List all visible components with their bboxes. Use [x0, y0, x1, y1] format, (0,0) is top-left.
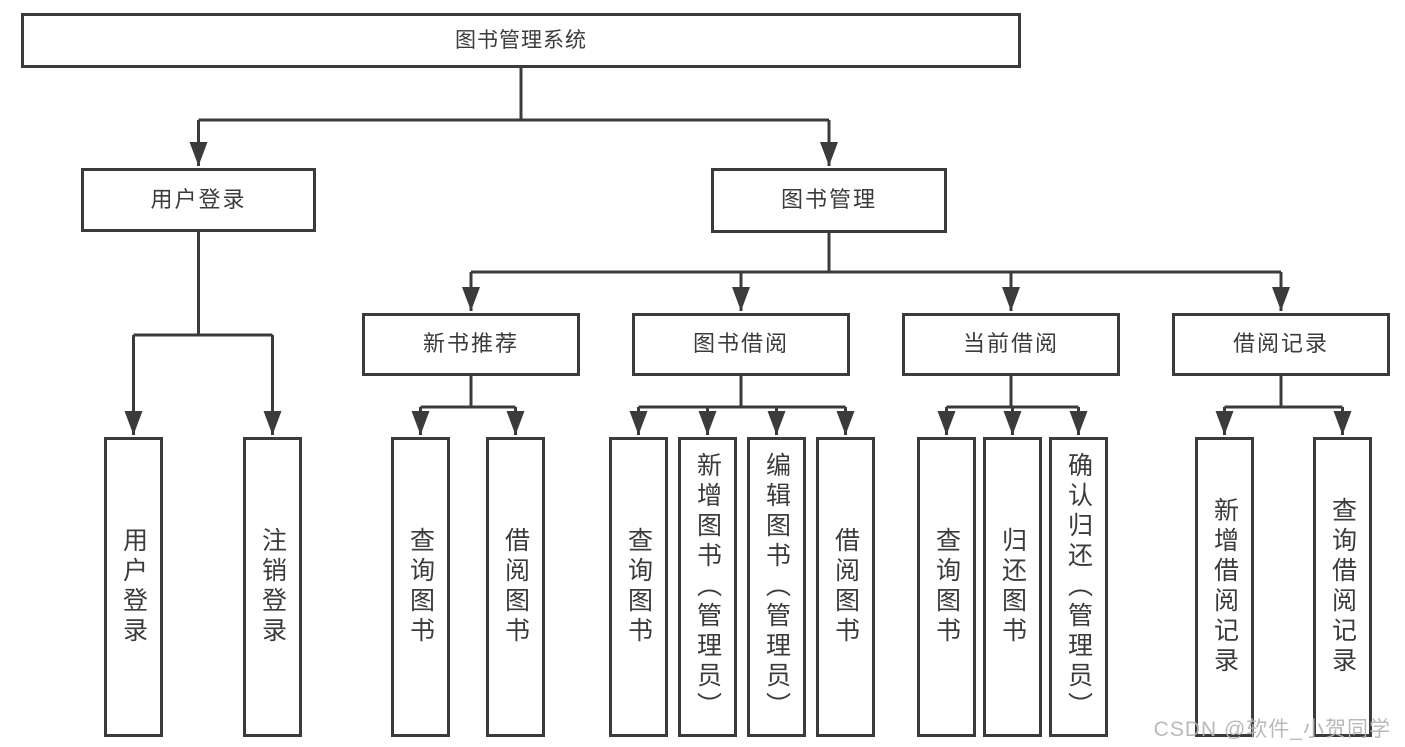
node-query-books-borrow: 查询图书 — [609, 437, 668, 737]
watermark: CSDN @软件_小贺同学 — [1153, 718, 1391, 741]
node-book-management: 图书管理 — [711, 168, 947, 233]
node-query-borrow-record: 查询借阅记录 — [1313, 437, 1372, 737]
node-user-login-leaf: 用户登录 — [104, 437, 163, 737]
node-user-login: 用户登录 — [81, 168, 316, 232]
node-borrow-books-recommend: 借阅图书 — [486, 437, 545, 737]
node-logout-leaf: 注销登录 — [243, 437, 302, 737]
node-confirm-return-admin: 确认归还（管理员） — [1049, 437, 1108, 737]
node-new-book-recommend: 新书推荐 — [362, 313, 580, 376]
node-query-books-current: 查询图书 — [917, 437, 976, 737]
node-book-borrow: 图书借阅 — [632, 313, 850, 376]
node-return-book: 归还图书 — [983, 437, 1042, 737]
node-add-book-admin: 新增图书（管理员） — [678, 437, 737, 737]
node-borrow-records: 借阅记录 — [1172, 313, 1390, 376]
node-current-borrow: 当前借阅 — [902, 313, 1120, 376]
node-add-borrow-record: 新增借阅记录 — [1195, 437, 1254, 737]
node-query-books-recommend: 查询图书 — [391, 437, 450, 737]
node-borrow-books-leaf: 借阅图书 — [816, 437, 875, 737]
node-library-system: 图书管理系统 — [21, 13, 1021, 68]
node-edit-book-admin: 编辑图书（管理员） — [747, 437, 806, 737]
